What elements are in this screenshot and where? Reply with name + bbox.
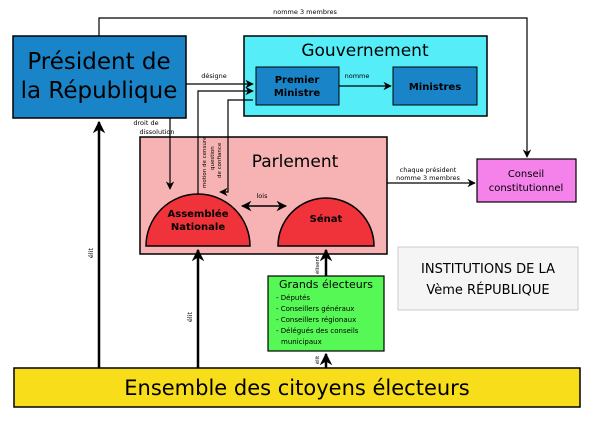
parlement-title: Parlement bbox=[252, 152, 339, 172]
nomme-3-membres-top-label: nomme 3 membres bbox=[273, 8, 337, 16]
senat-shape bbox=[277, 197, 375, 247]
president-box bbox=[12, 35, 187, 119]
assemblee-line2: Nationale bbox=[171, 222, 225, 233]
motion-censure-arrow bbox=[197, 86, 254, 194]
president-line1: Président de bbox=[27, 49, 170, 75]
conseil-line2: constitutionnel bbox=[489, 183, 564, 194]
citoyens-label: Ensemble des citoyens électeurs bbox=[124, 376, 470, 400]
elit-president-label: élit bbox=[87, 247, 95, 258]
lois-label: lois bbox=[257, 192, 269, 200]
chaque-president-line1: chaque président bbox=[400, 166, 457, 174]
designe-label: désigne bbox=[201, 72, 227, 80]
chaque-president-line2: nomme 3 membres bbox=[396, 174, 460, 182]
premier-ministre-box bbox=[255, 66, 340, 106]
elit-assemblee-label: élit bbox=[186, 311, 194, 322]
grands-electeurs-title: Grands électeurs bbox=[279, 278, 373, 291]
institutions-title-box bbox=[397, 246, 579, 311]
president-line2: la République bbox=[21, 78, 178, 104]
question-confiance-line1: question bbox=[210, 146, 216, 170]
ministres-label: Ministres bbox=[409, 82, 461, 93]
conseil-line1: Conseil bbox=[508, 169, 544, 180]
motion-censure-label: motion de censure bbox=[202, 136, 208, 188]
nomme-label: nomme bbox=[345, 72, 370, 80]
grands-electeurs-item: - Députés bbox=[276, 294, 310, 302]
grands-electeurs-item: municipaux bbox=[281, 338, 322, 346]
senat-label: Sénat bbox=[310, 213, 343, 225]
grands-electeurs-item: - Conseillers généraux bbox=[276, 305, 354, 313]
grands-electeurs-box bbox=[267, 275, 385, 352]
ministres-box bbox=[392, 66, 478, 106]
premier-ministre-line2: Ministre bbox=[274, 88, 321, 99]
assemblee-line1: Assemblée bbox=[168, 208, 229, 220]
dissolution-line2: dissolution bbox=[139, 128, 174, 136]
grands-electeurs-item: - Conseillers régionaux bbox=[276, 316, 356, 324]
question-confiance-line2: de confiance bbox=[217, 142, 223, 178]
citoyens-box bbox=[13, 367, 581, 408]
conseil-box bbox=[476, 158, 577, 203]
dissolution-line1: droit de bbox=[133, 119, 158, 127]
premier-ministre-line1: Premier bbox=[275, 75, 320, 86]
elit-grands-label: élit bbox=[314, 355, 321, 364]
assemblee-nationale-shape bbox=[145, 193, 251, 247]
question-confiance-arrow bbox=[219, 99, 253, 197]
institutions-line1: INSTITUTIONS DE LA bbox=[421, 262, 555, 277]
gouvernement-title: Gouvernement bbox=[301, 41, 429, 61]
grands-electeurs-item: - Délégués des conseils bbox=[276, 327, 359, 335]
elisent-senat-label: élisent bbox=[314, 255, 321, 274]
institutions-line2: Vème RÉPUBLIQUE bbox=[426, 282, 549, 298]
president-conseil-arrow bbox=[98, 17, 532, 158]
